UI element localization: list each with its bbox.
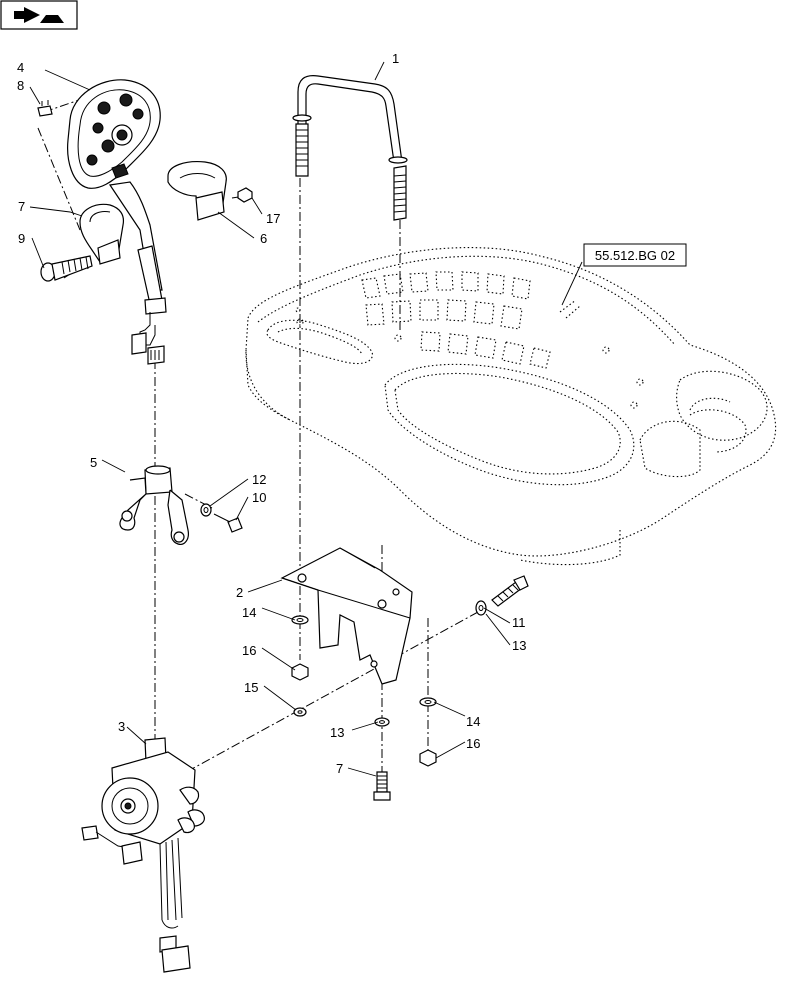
- callout-14-left: 14: [242, 605, 256, 620]
- callout-8: 8: [17, 78, 24, 93]
- sensor-assembly[interactable]: [81, 737, 205, 973]
- callout-11: 11: [512, 615, 526, 630]
- callout-2: 2: [236, 585, 243, 600]
- reference-box[interactable]: 55.512.BG 02: [583, 243, 687, 267]
- callout-13-bottom: 13: [330, 725, 344, 740]
- callout-6: 6: [260, 231, 267, 246]
- clamp-half-right[interactable]: [167, 161, 227, 221]
- callout-15: 15: [244, 680, 258, 695]
- bolt-7-bottom[interactable]: [373, 771, 391, 801]
- joystick-handle[interactable]: [67, 79, 167, 365]
- nut-17[interactable]: [237, 187, 253, 203]
- callout-5: 5: [90, 455, 97, 470]
- callout-7-bottom: 7: [336, 761, 343, 776]
- callout-12: 12: [252, 472, 266, 487]
- washer-14-left[interactable]: [291, 615, 309, 625]
- washer-13-right[interactable]: [475, 600, 487, 616]
- reference-label: 55.512.BG 02: [595, 248, 675, 263]
- nut-16-left[interactable]: [291, 663, 309, 681]
- callout-16-right: 16: [466, 736, 480, 751]
- u-bolt[interactable]: [292, 75, 408, 221]
- callout-7-top: 7: [18, 199, 25, 214]
- washer-12[interactable]: [200, 503, 212, 517]
- clip[interactable]: [37, 100, 53, 117]
- callout-labels: 1 4 8 7 9 17 6 5 12 10 2 14 16 15 3 13 7…: [17, 51, 526, 776]
- callout-4: 4: [17, 60, 24, 75]
- bolt-9[interactable]: [40, 255, 93, 282]
- screw-10[interactable]: [213, 513, 243, 533]
- callout-16-left: 16: [242, 643, 256, 658]
- nut-16-right[interactable]: [419, 749, 437, 767]
- clamp-half-left[interactable]: [79, 203, 125, 265]
- mounting-bracket[interactable]: [280, 547, 413, 685]
- callout-10: 10: [252, 490, 266, 505]
- callout-1: 1: [392, 51, 399, 66]
- seat-outline: [245, 247, 777, 566]
- callout-3: 3: [118, 719, 125, 734]
- callout-9: 9: [18, 231, 25, 246]
- callout-14-right: 14: [466, 714, 480, 729]
- washer-15[interactable]: [293, 707, 307, 717]
- mounting-fork[interactable]: [119, 465, 189, 545]
- callout-17: 17: [266, 211, 280, 226]
- leader-lines: [29, 61, 583, 777]
- seat-vent-pattern: [361, 271, 551, 369]
- washer-13-bottom[interactable]: [374, 717, 390, 727]
- book-arrow-icon[interactable]: [0, 0, 78, 30]
- bolt-11[interactable]: [491, 575, 529, 607]
- washer-14-right[interactable]: [419, 697, 437, 707]
- callout-13-right: 13: [512, 638, 526, 653]
